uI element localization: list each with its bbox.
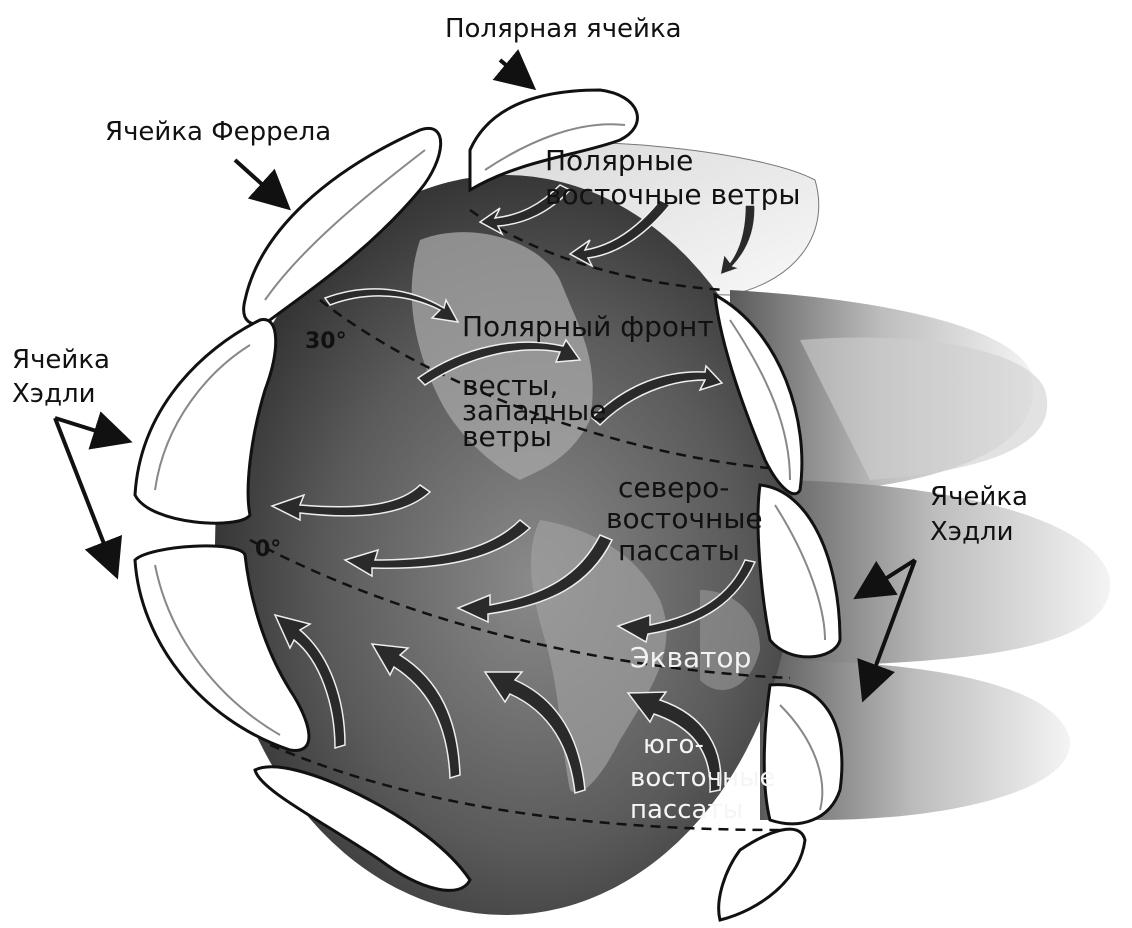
label-se-trades-line1: юго-: [643, 730, 704, 760]
label-equator: Экватор: [630, 641, 751, 674]
label-polar-cell: Полярная ячейка: [445, 14, 682, 44]
label-latitude-0: 0°: [255, 537, 281, 562]
label-hadley-right-line1: Ячейка: [930, 482, 1028, 512]
label-se-trades-line3: пассаты: [630, 795, 743, 825]
pointer-ferrel-cell: [235, 160, 285, 205]
label-hadley-right-line2: Хэдли: [930, 517, 1014, 547]
label-polar-easterlies-line2: восточные ветры: [545, 178, 800, 211]
label-polar-easterlies-line1: Полярные: [545, 144, 693, 177]
pointer-hadley-left-2: [55, 418, 115, 572]
pointer-hadley-left-1: [55, 418, 125, 440]
pointer-polar-cell: [500, 60, 530, 85]
label-hadley-left-line1: Ячейка: [12, 345, 110, 375]
label-se-trades-line2: восточные: [630, 763, 775, 793]
label-ne-trades-line3: пассаты: [618, 534, 740, 567]
label-ne-trades-line2: восточные: [606, 502, 763, 535]
label-ferrel-cell: Ячейка Феррела: [105, 117, 331, 147]
label-hadley-left-line2: Хэдли: [12, 379, 96, 409]
label-westerlies-line3: ветры: [462, 420, 552, 453]
label-ne-trades-line1: северо-: [618, 471, 729, 504]
label-polar-front: Полярный фронт: [462, 310, 714, 343]
label-latitude-30: 30°: [305, 329, 347, 354]
ferrel-cell-right-south: [719, 829, 805, 920]
